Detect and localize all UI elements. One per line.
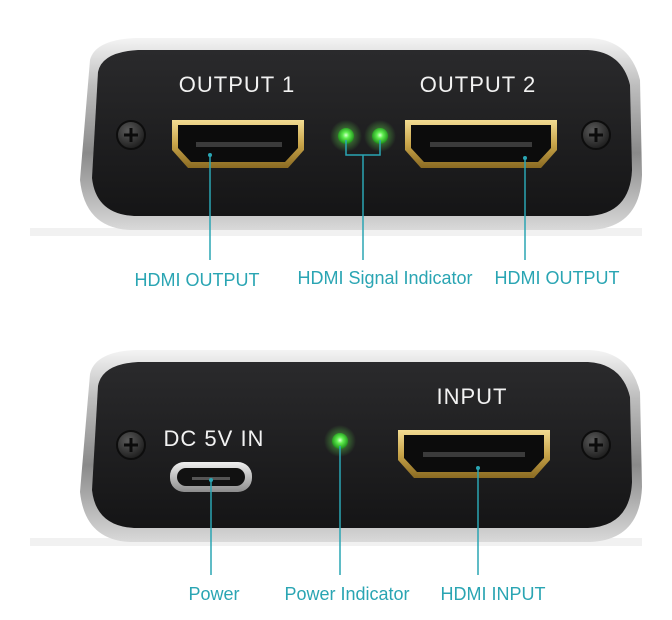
callout-hdmi-input: HDMI INPUT xyxy=(441,584,546,604)
dc-5v-in-label: DC 5V IN xyxy=(164,426,265,451)
hdmi-output-port-1[interactable] xyxy=(172,120,304,168)
hdmi-signal-led-1 xyxy=(330,120,362,152)
input-label: INPUT xyxy=(437,384,508,409)
callout-power: Power xyxy=(188,584,239,604)
callout-hdmi-output-left: HDMI OUTPUT xyxy=(135,270,260,290)
power-led xyxy=(324,425,356,457)
hdmi-signal-led-2 xyxy=(364,120,396,152)
top-face xyxy=(92,50,632,216)
callout-hdmi-signal-indicator: HDMI Signal Indicator xyxy=(297,268,472,288)
bottom-panel: DC 5V IN INPUT xyxy=(30,350,642,546)
callout-hdmi-output-right: HDMI OUTPUT xyxy=(495,268,620,288)
hdmi-output-port-2[interactable] xyxy=(405,120,557,168)
screw-icon xyxy=(116,120,146,150)
top-panel: OUTPUT 1 OUTPUT 2 xyxy=(30,38,642,236)
screw-icon xyxy=(581,120,611,150)
output-1-label: OUTPUT 1 xyxy=(179,72,295,97)
screw-icon xyxy=(581,430,611,460)
output-2-label: OUTPUT 2 xyxy=(420,72,536,97)
bottom-callout-lines xyxy=(209,446,480,575)
screw-icon xyxy=(116,430,146,460)
hdmi-input-port[interactable] xyxy=(398,430,550,478)
top-callout-lines xyxy=(208,140,527,260)
callout-power-indicator: Power Indicator xyxy=(284,584,409,604)
